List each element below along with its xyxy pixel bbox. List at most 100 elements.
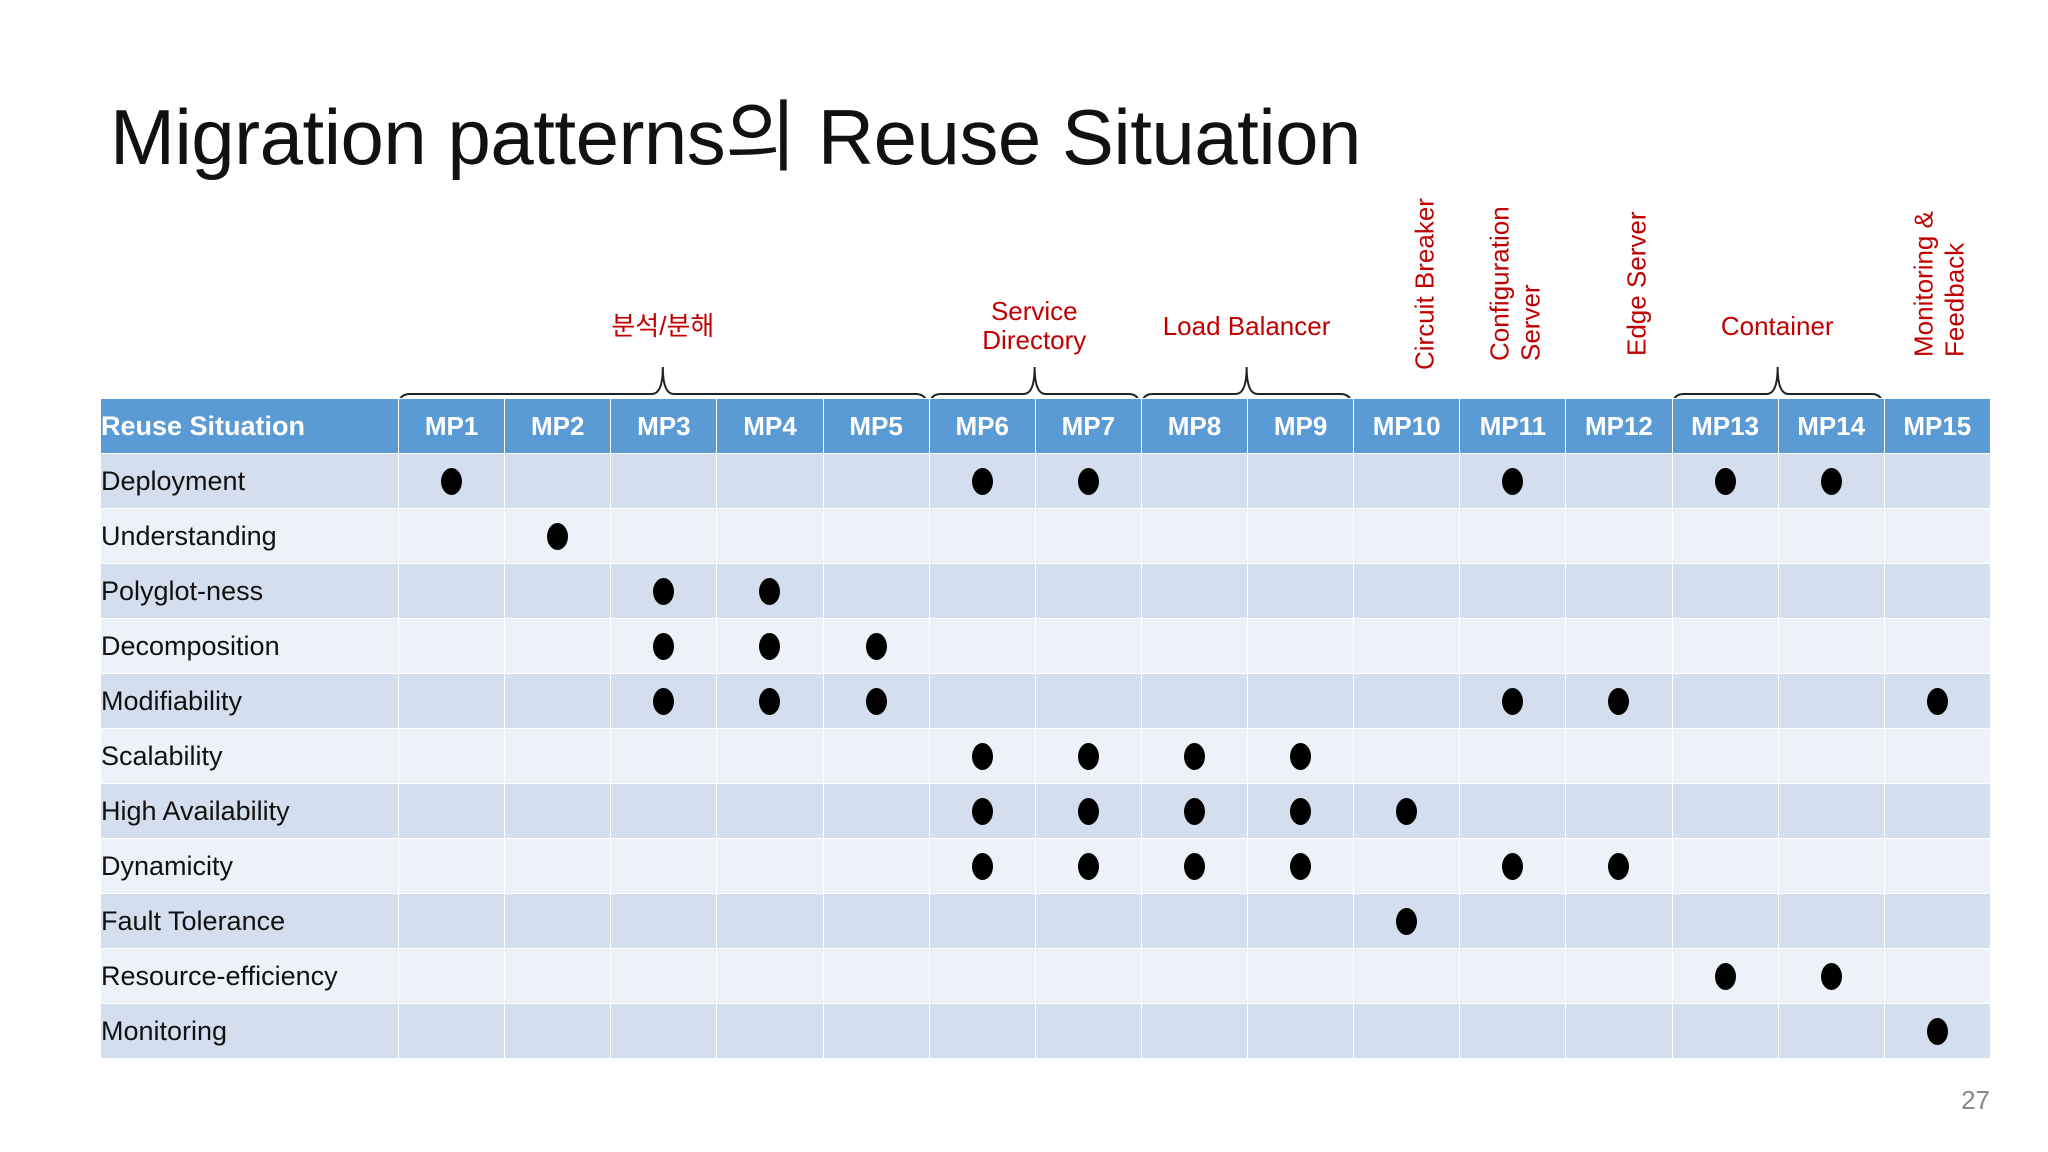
cell-fault-tolerance-mp14 [1778, 894, 1884, 948]
row-label-high-availability: High Availability [101, 784, 398, 838]
cell-fault-tolerance-mp8 [1141, 894, 1247, 948]
cell-modifiability-mp3 [611, 674, 717, 728]
cell-resource-efficiency-mp12 [1566, 949, 1672, 1003]
cell-fault-tolerance-mp7 [1035, 894, 1141, 948]
cell-deployment-mp5 [823, 454, 929, 508]
group-label-service-directory: Service Directory [982, 295, 1087, 355]
cell-decomposition-mp1 [399, 619, 505, 673]
cell-understanding-mp11 [1460, 509, 1566, 563]
cell-high-availability-mp3 [611, 784, 717, 838]
cell-resource-efficiency-mp5 [823, 949, 929, 1003]
cell-scalability-mp8 [1141, 729, 1247, 783]
cell-monitoring-mp4 [717, 1004, 823, 1058]
cell-fault-tolerance-mp12 [1566, 894, 1672, 948]
cell-decomposition-mp9 [1248, 619, 1354, 673]
cell-deployment-mp15 [1884, 454, 1990, 508]
row-label-decomposition: Decomposition [101, 619, 398, 673]
cell-monitoring-mp1 [399, 1004, 505, 1058]
cell-resource-efficiency-mp3 [611, 949, 717, 1003]
table-row: Resource-efficiency [101, 949, 1990, 1003]
mark-dot-icon [1820, 467, 1842, 495]
cell-modifiability-mp8 [1141, 674, 1247, 728]
cell-deployment-mp4 [717, 454, 823, 508]
cell-modifiability-mp12 [1566, 674, 1672, 728]
cell-scalability-mp6 [929, 729, 1035, 783]
cell-understanding-mp12 [1566, 509, 1672, 563]
cell-resource-efficiency-mp6 [929, 949, 1035, 1003]
cell-monitoring-mp11 [1460, 1004, 1566, 1058]
column-header-mp10: MP10 [1354, 399, 1460, 453]
cell-scalability-mp7 [1035, 729, 1141, 783]
group-brace [1671, 367, 1883, 405]
cell-resource-efficiency-mp14 [1778, 949, 1884, 1003]
cell-dynamicity-mp4 [717, 839, 823, 893]
table-row: Dynamicity [101, 839, 1990, 893]
cell-high-availability-mp14 [1778, 784, 1884, 838]
mark-dot-icon [1502, 687, 1524, 715]
cell-decomposition-mp2 [505, 619, 611, 673]
mark-dot-icon [547, 522, 569, 550]
mark-dot-icon [1077, 467, 1099, 495]
cell-decomposition-mp13 [1672, 619, 1778, 673]
cell-modifiability-mp4 [717, 674, 823, 728]
column-header-mp11: MP11 [1460, 399, 1566, 453]
cell-deployment-mp7 [1035, 454, 1141, 508]
cell-deployment-mp1 [399, 454, 505, 508]
cell-polyglot-ness-mp14 [1778, 564, 1884, 618]
cell-high-availability-mp10 [1354, 784, 1460, 838]
cell-understanding-mp8 [1141, 509, 1247, 563]
column-header-mp4: MP4 [717, 399, 823, 453]
column-header-reuse-situation: Reuse Situation [101, 399, 398, 453]
column-header-mp3: MP3 [611, 399, 717, 453]
cell-dynamicity-mp5 [823, 839, 929, 893]
cell-modifiability-mp10 [1354, 674, 1460, 728]
cell-understanding-mp7 [1035, 509, 1141, 563]
mark-dot-icon [1502, 467, 1524, 495]
cell-resource-efficiency-mp9 [1248, 949, 1354, 1003]
mark-dot-icon [1502, 852, 1524, 880]
mark-dot-icon [759, 577, 781, 605]
cell-resource-efficiency-mp13 [1672, 949, 1778, 1003]
cell-polyglot-ness-mp7 [1035, 564, 1141, 618]
table-row: Modifiability [101, 674, 1990, 728]
group-brace [928, 367, 1140, 405]
cell-high-availability-mp9 [1248, 784, 1354, 838]
cell-dynamicity-mp9 [1248, 839, 1354, 893]
cell-polyglot-ness-mp3 [611, 564, 717, 618]
table-row: Polyglot-ness [101, 564, 1990, 618]
cell-decomposition-mp12 [1566, 619, 1672, 673]
cell-high-availability-mp2 [505, 784, 611, 838]
mark-dot-icon [1183, 742, 1205, 770]
mark-dot-icon [1290, 852, 1312, 880]
cell-dynamicity-mp14 [1778, 839, 1884, 893]
cell-polyglot-ness-mp13 [1672, 564, 1778, 618]
column-header-mp13: MP13 [1672, 399, 1778, 453]
cell-high-availability-mp1 [399, 784, 505, 838]
row-label-polyglot-ness: Polyglot-ness [101, 564, 398, 618]
cell-scalability-mp2 [505, 729, 611, 783]
cell-high-availability-mp4 [717, 784, 823, 838]
cell-fault-tolerance-mp10 [1354, 894, 1460, 948]
cell-deployment-mp13 [1672, 454, 1778, 508]
cell-modifiability-mp1 [399, 674, 505, 728]
cell-dynamicity-mp13 [1672, 839, 1778, 893]
cell-decomposition-mp11 [1460, 619, 1566, 673]
cell-scalability-mp15 [1884, 729, 1990, 783]
cell-fault-tolerance-mp5 [823, 894, 929, 948]
mark-dot-icon [1183, 797, 1205, 825]
cell-high-availability-mp6 [929, 784, 1035, 838]
cell-dynamicity-mp2 [505, 839, 611, 893]
cell-scalability-mp1 [399, 729, 505, 783]
cell-monitoring-mp14 [1778, 1004, 1884, 1058]
mark-dot-icon [1926, 687, 1948, 715]
mark-dot-icon [1926, 1017, 1948, 1045]
cell-understanding-mp13 [1672, 509, 1778, 563]
table-row: Fault Tolerance [101, 894, 1990, 948]
table-row: Scalability [101, 729, 1990, 783]
mark-dot-icon [1290, 742, 1312, 770]
